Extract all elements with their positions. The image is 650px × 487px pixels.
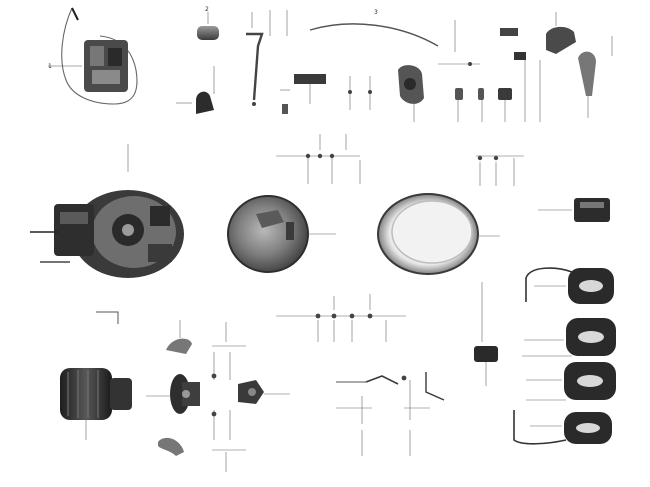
- fasteners-row-right-mid: [476, 155, 524, 186]
- hardware-cluster-top-right: [438, 20, 541, 122]
- hub-part: [146, 374, 200, 414]
- field-coil-3: [526, 362, 616, 401]
- bearing-cap-part: [238, 380, 290, 404]
- fasteners-row-left-mid: [127, 134, 361, 184]
- field-coil-1: [525, 267, 614, 304]
- cam-housing-part: [398, 65, 424, 122]
- cam-lobe-upper: [166, 320, 192, 354]
- callout-1: 1: [48, 63, 52, 70]
- spring-clip-part: [246, 10, 288, 106]
- wire-lead-part: 3: [309, 9, 439, 47]
- fasteners-row-lower: [96, 294, 406, 342]
- capacitor-part: 2: [197, 6, 219, 40]
- cam-lobe-lower: [158, 437, 184, 456]
- stator-housing-assembly: [30, 190, 184, 278]
- base-plate-assembly: 1: [48, 7, 138, 105]
- field-coil-2: [522, 318, 616, 357]
- callout-2: 2: [205, 6, 209, 13]
- contact-arm-assembly: [336, 372, 445, 456]
- rotor-part: [60, 368, 132, 440]
- clip-arm-part: [578, 36, 613, 118]
- switch-block-part: [474, 282, 498, 386]
- cover-plate-part: [227, 195, 336, 273]
- field-coil-4: [513, 410, 612, 445]
- brush-holder-part: [538, 198, 610, 222]
- drum-ring-part: [377, 193, 500, 275]
- terminal-strip-part: [280, 74, 326, 114]
- small-screws-group-top: [348, 76, 372, 110]
- callout-3: 3: [374, 9, 378, 16]
- washers-column: [211, 322, 246, 472]
- bracket-part-top-right: [546, 12, 576, 54]
- rocker-arm-part: [176, 66, 215, 114]
